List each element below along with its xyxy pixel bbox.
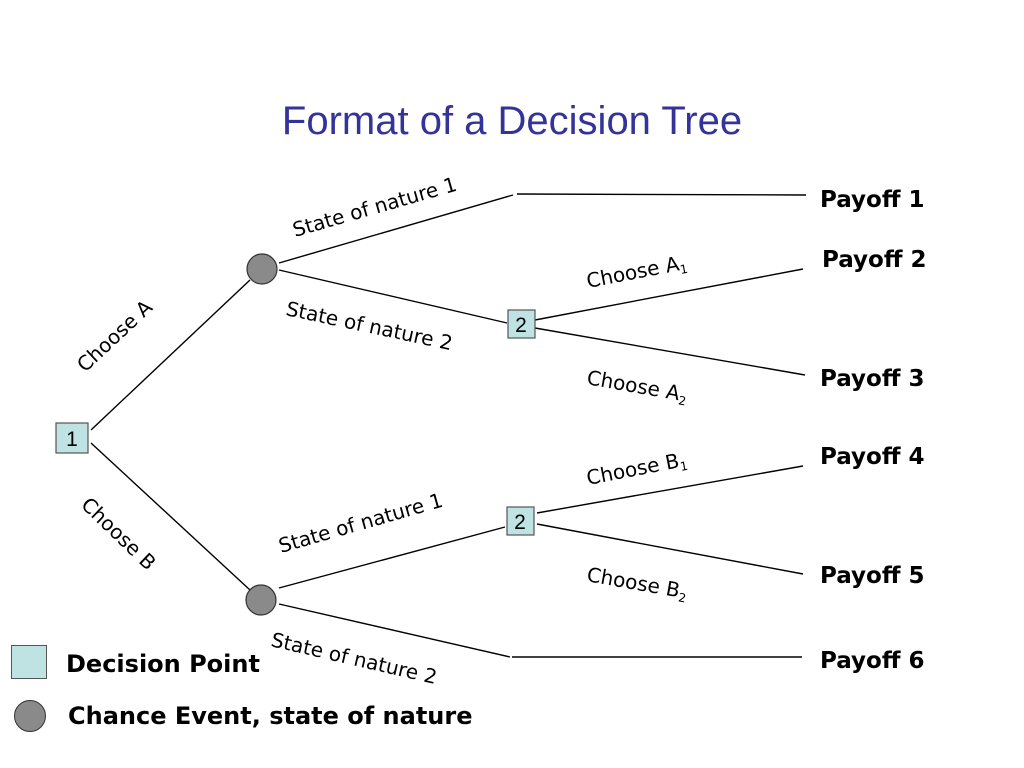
legend-decision-label: Decision Point <box>66 650 260 678</box>
decision-node-root <box>55 422 89 454</box>
decision-node-lower <box>506 506 535 536</box>
edge-choose-b1 <box>536 465 804 514</box>
payoff-5: Payoff 5 <box>820 563 925 589</box>
edge-upper-state-1-to-payoff-1 <box>516 193 807 196</box>
branch-label-choose-a2: Choose A2 <box>585 365 690 408</box>
payoff-4: Payoff 4 <box>820 444 925 470</box>
edge-upper-state-1 <box>278 194 514 264</box>
edge-root-to-chance-a <box>90 279 251 431</box>
decision-node-root-label: 1 <box>66 428 78 451</box>
branch-label-choose-b1: Choose B1 <box>584 447 689 492</box>
branch-label-lower-state-1: State of nature 1 <box>276 488 446 558</box>
branch-label-choose-a: Choose A <box>72 295 157 377</box>
branch-label-upper-state-1: State of nature 1 <box>290 172 460 242</box>
decision-node-lower-label: 2 <box>514 511 526 534</box>
branch-label-choose-b: Choose B <box>77 492 161 575</box>
edge-upper-state-2 <box>278 269 508 324</box>
chance-node-a <box>246 253 278 285</box>
decision-node-upper-label: 2 <box>515 314 527 337</box>
edge-choose-b2 <box>536 523 804 575</box>
edge-root-to-chance-b <box>90 442 251 591</box>
branch-label-choose-b2: Choose B2 <box>585 562 690 605</box>
payoff-6: Payoff 6 <box>820 648 925 674</box>
branch-label-lower-state-2: State of nature 2 <box>269 627 440 689</box>
legend-chance-label: Chance Event, state of nature <box>68 702 473 730</box>
payoff-1: Payoff 1 <box>820 187 925 213</box>
edge-choose-a2 <box>534 327 806 376</box>
edge-choose-a1 <box>534 268 804 321</box>
chance-node-b <box>245 584 277 616</box>
edge-lower-state-1 <box>278 526 506 589</box>
page-title: Format of a Decision Tree <box>281 99 743 143</box>
branch-label-choose-a1: Choose A1 <box>584 250 689 295</box>
legend-decision-symbol <box>11 645 47 679</box>
decision-node-upper <box>507 309 536 339</box>
payoff-2: Payoff 2 <box>822 247 927 273</box>
payoff-3: Payoff 3 <box>820 366 925 392</box>
legend-chance-symbol <box>14 700 46 732</box>
edge-lower-state-2 <box>278 603 511 658</box>
